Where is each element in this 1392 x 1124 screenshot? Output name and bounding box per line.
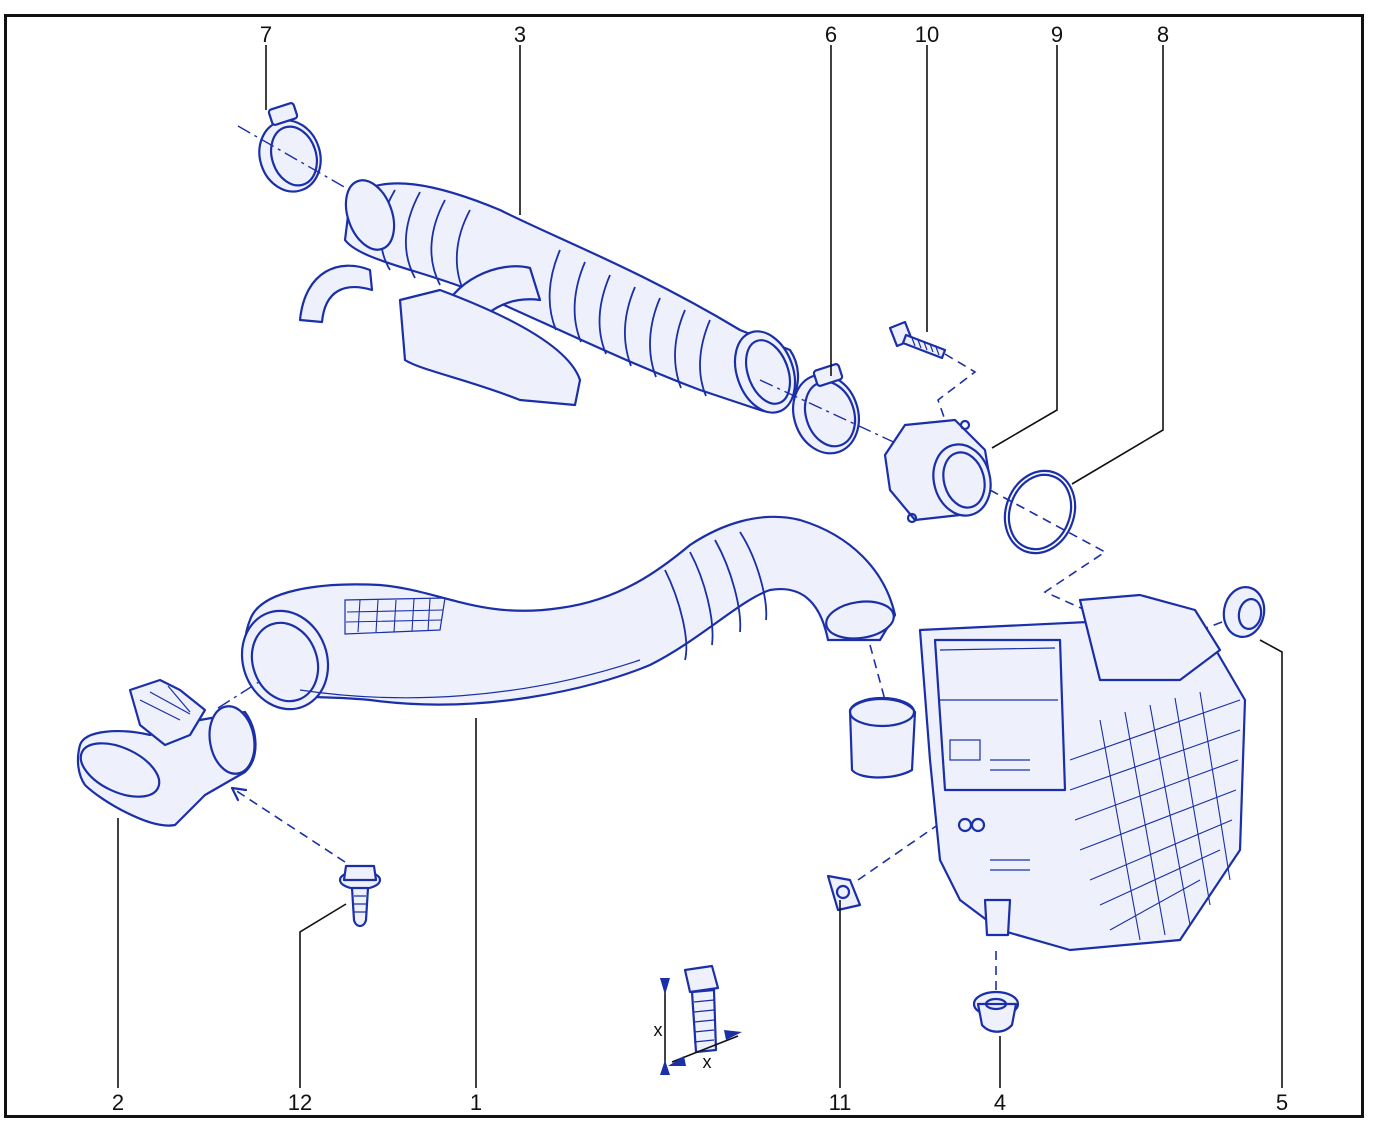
callout-3: 3 <box>514 22 526 47</box>
part-3-intake-hose <box>298 179 800 414</box>
part-12-bolt <box>338 864 382 928</box>
callout-11: 11 <box>829 1090 852 1115</box>
part-7-hose-clamp <box>258 102 322 193</box>
callout-2: 2 <box>112 1090 124 1115</box>
part-11-clip-nut <box>826 874 862 912</box>
part-4-grommet <box>972 990 1020 1033</box>
callout-8: 8 <box>1157 22 1169 47</box>
dimension-symbol: x x <box>654 964 742 1075</box>
diagram-frame <box>4 14 1364 1118</box>
part-6-hose-clamp <box>792 363 860 455</box>
air-filter-box <box>848 593 1247 952</box>
part-1-intake-duct <box>240 515 897 711</box>
leader-lines <box>117 45 1283 1088</box>
dimension-label-horizontal: x <box>703 1052 712 1072</box>
callout-5: 5 <box>1276 1090 1288 1115</box>
callout-4: 4 <box>994 1090 1006 1115</box>
part-2-inlet-adapter <box>76 678 257 827</box>
callout-labels: 7 3 6 10 9 8 2 12 1 11 4 5 <box>112 22 1288 1115</box>
dimension-label-vertical: x <box>654 1020 663 1040</box>
callout-7: 7 <box>260 22 272 47</box>
part-5-grommet <box>1222 586 1266 638</box>
callout-1: 1 <box>470 1090 482 1115</box>
part-8-o-ring <box>1003 469 1077 555</box>
callout-12: 12 <box>288 1090 312 1115</box>
part-9-flange <box>883 418 992 524</box>
part-10-screw <box>888 320 947 360</box>
callout-6: 6 <box>825 22 837 47</box>
callout-9: 9 <box>1051 22 1063 47</box>
callout-10: 10 <box>915 22 939 47</box>
